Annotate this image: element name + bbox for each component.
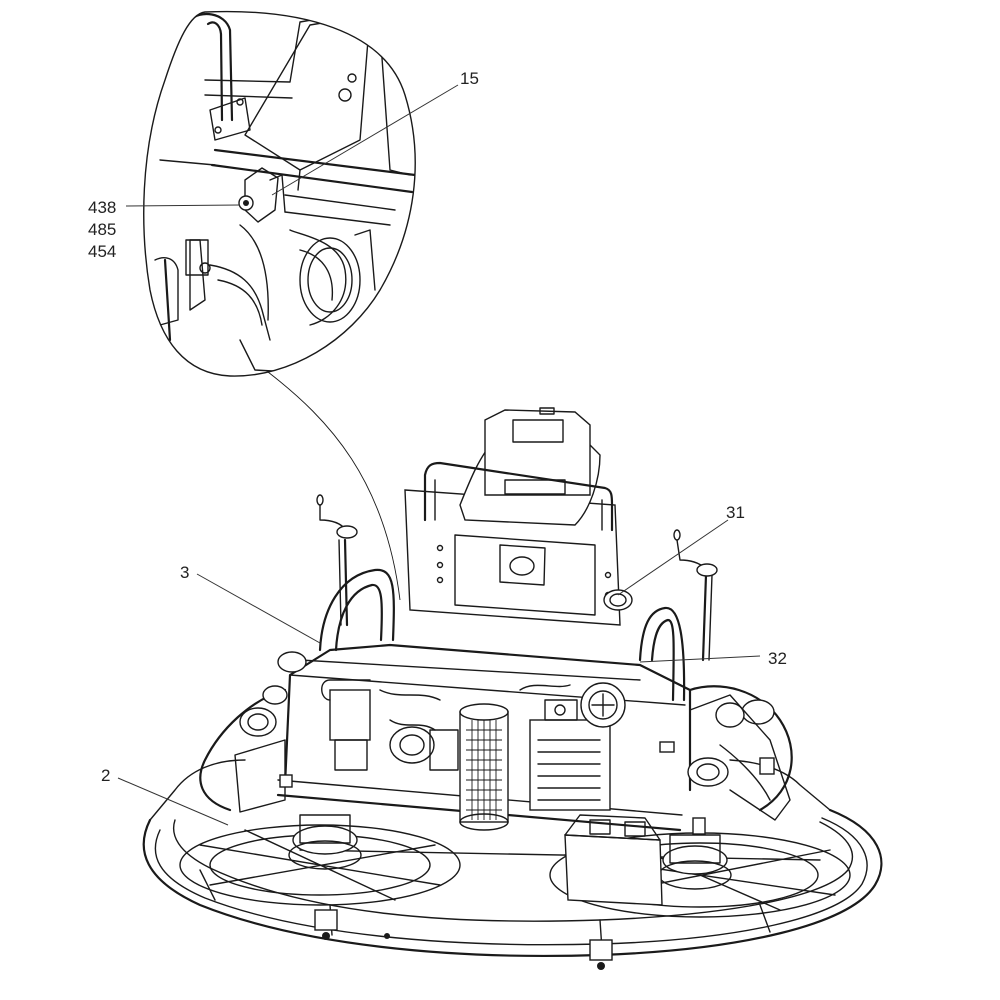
detail-connector-line: [267, 371, 401, 601]
pitch-control-left: [343, 538, 349, 627]
leader-438: [125, 204, 241, 207]
light-left-1: [239, 707, 277, 737]
main-machine: [142, 407, 883, 970]
leader-15: [271, 84, 459, 196]
leader-3: [196, 573, 321, 644]
leader-32: [639, 655, 761, 663]
light-right-1: [687, 757, 729, 787]
light-right-3: [715, 702, 745, 728]
pitch-control-right: [701, 573, 708, 662]
detail-inset: [143, 10, 416, 601]
callout-32: 32: [768, 649, 787, 668]
inset-machinery: [154, 12, 416, 373]
leader-2: [117, 777, 229, 826]
callout-485: 485: [88, 220, 116, 239]
light-left-2: [262, 685, 288, 705]
light-right-2: [741, 699, 775, 725]
callout-438: 438: [88, 198, 116, 217]
callout-3: 3: [180, 563, 189, 582]
inset-outline: [143, 10, 416, 377]
callout-15: 15: [460, 69, 479, 88]
engine: [321, 679, 626, 831]
leader-31: [617, 519, 729, 596]
callout-labels: 15 438 485 454 31 3 32 2: [88, 69, 787, 785]
guard-ring-outer: [142, 808, 883, 958]
light-left-3: [277, 651, 307, 673]
callout-454: 454: [88, 242, 116, 261]
callout-2: 2: [101, 766, 110, 785]
leader-lines: [117, 84, 761, 826]
callout-31: 31: [726, 503, 745, 522]
battery-box: [564, 834, 663, 906]
